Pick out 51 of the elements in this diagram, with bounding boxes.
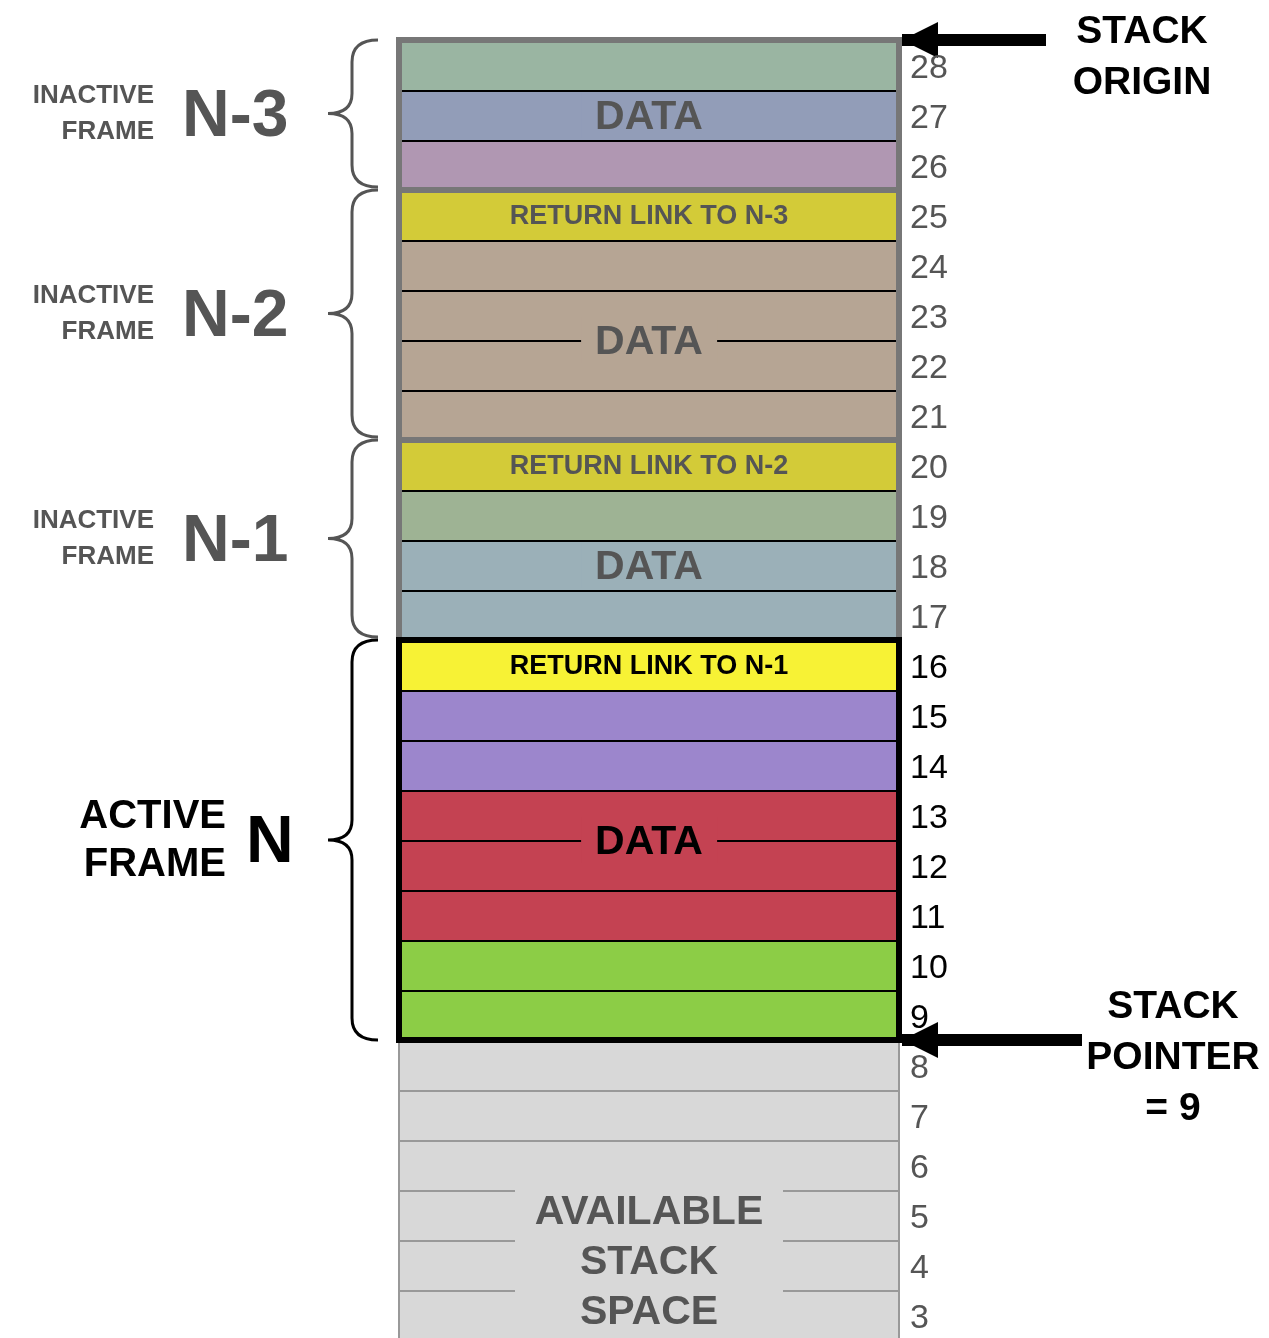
slot-label: RETURN LINK TO N-1 <box>509 649 789 681</box>
annotation-text: STACK POINTER = 9 <box>1078 975 1268 1132</box>
annotation-text: STACK ORIGIN <box>1042 0 1242 106</box>
address-number: 14 <box>910 749 948 783</box>
address-number: 16 <box>910 649 948 683</box>
address-number: 8 <box>910 1049 929 1083</box>
address-number: 13 <box>910 799 948 833</box>
active-frame-box <box>396 637 902 1043</box>
frame-box <box>396 187 902 437</box>
slot-label: RETURN LINK TO N-2 <box>509 449 789 481</box>
address-number: 20 <box>910 449 948 483</box>
address-number: 11 <box>910 899 946 933</box>
address-number: 12 <box>910 849 948 883</box>
arrow <box>902 1022 1082 1058</box>
frame-caption: ACTIVE FRAME <box>78 791 226 886</box>
address-number: 4 <box>910 1249 929 1283</box>
frame-caption: INACTIVE FRAME <box>31 277 154 347</box>
slot-label: RETURN LINK TO N-3 <box>509 199 789 231</box>
address-number: 18 <box>910 549 948 583</box>
frame-number: N <box>246 806 294 872</box>
arrow <box>902 22 1046 58</box>
address-number: 21 <box>910 399 948 433</box>
address-number: 25 <box>910 199 948 233</box>
address-number: 5 <box>910 1199 929 1233</box>
frame-caption: INACTIVE FRAME <box>31 77 154 147</box>
address-number: 17 <box>910 599 948 633</box>
return-link-slot <box>402 443 896 490</box>
address-number: 15 <box>910 699 948 733</box>
frame-number: N-3 <box>182 79 289 146</box>
frame-number: N-1 <box>182 504 289 571</box>
return-link-slot <box>402 643 896 690</box>
address-number: 23 <box>910 299 948 333</box>
data-block <box>402 690 896 1037</box>
frame-number: N-2 <box>182 279 289 346</box>
address-number: 10 <box>910 949 948 983</box>
free-space-block <box>398 1040 900 1338</box>
address-number: 9 <box>910 999 929 1033</box>
address-number: 28 <box>910 49 948 83</box>
address-number: 27 <box>910 99 948 133</box>
data-block <box>402 240 896 437</box>
data-block <box>402 490 896 637</box>
address-number: 22 <box>910 349 948 383</box>
address-number: 26 <box>910 149 948 183</box>
address-number: 6 <box>910 1149 929 1183</box>
address-number: 3 <box>910 1299 929 1333</box>
address-number: 24 <box>910 249 948 283</box>
address-number: 7 <box>910 1099 929 1133</box>
frame-box <box>396 437 902 637</box>
address-number: 19 <box>910 499 948 533</box>
frame-caption: INACTIVE FRAME <box>31 502 154 572</box>
return-link-slot <box>402 193 896 240</box>
